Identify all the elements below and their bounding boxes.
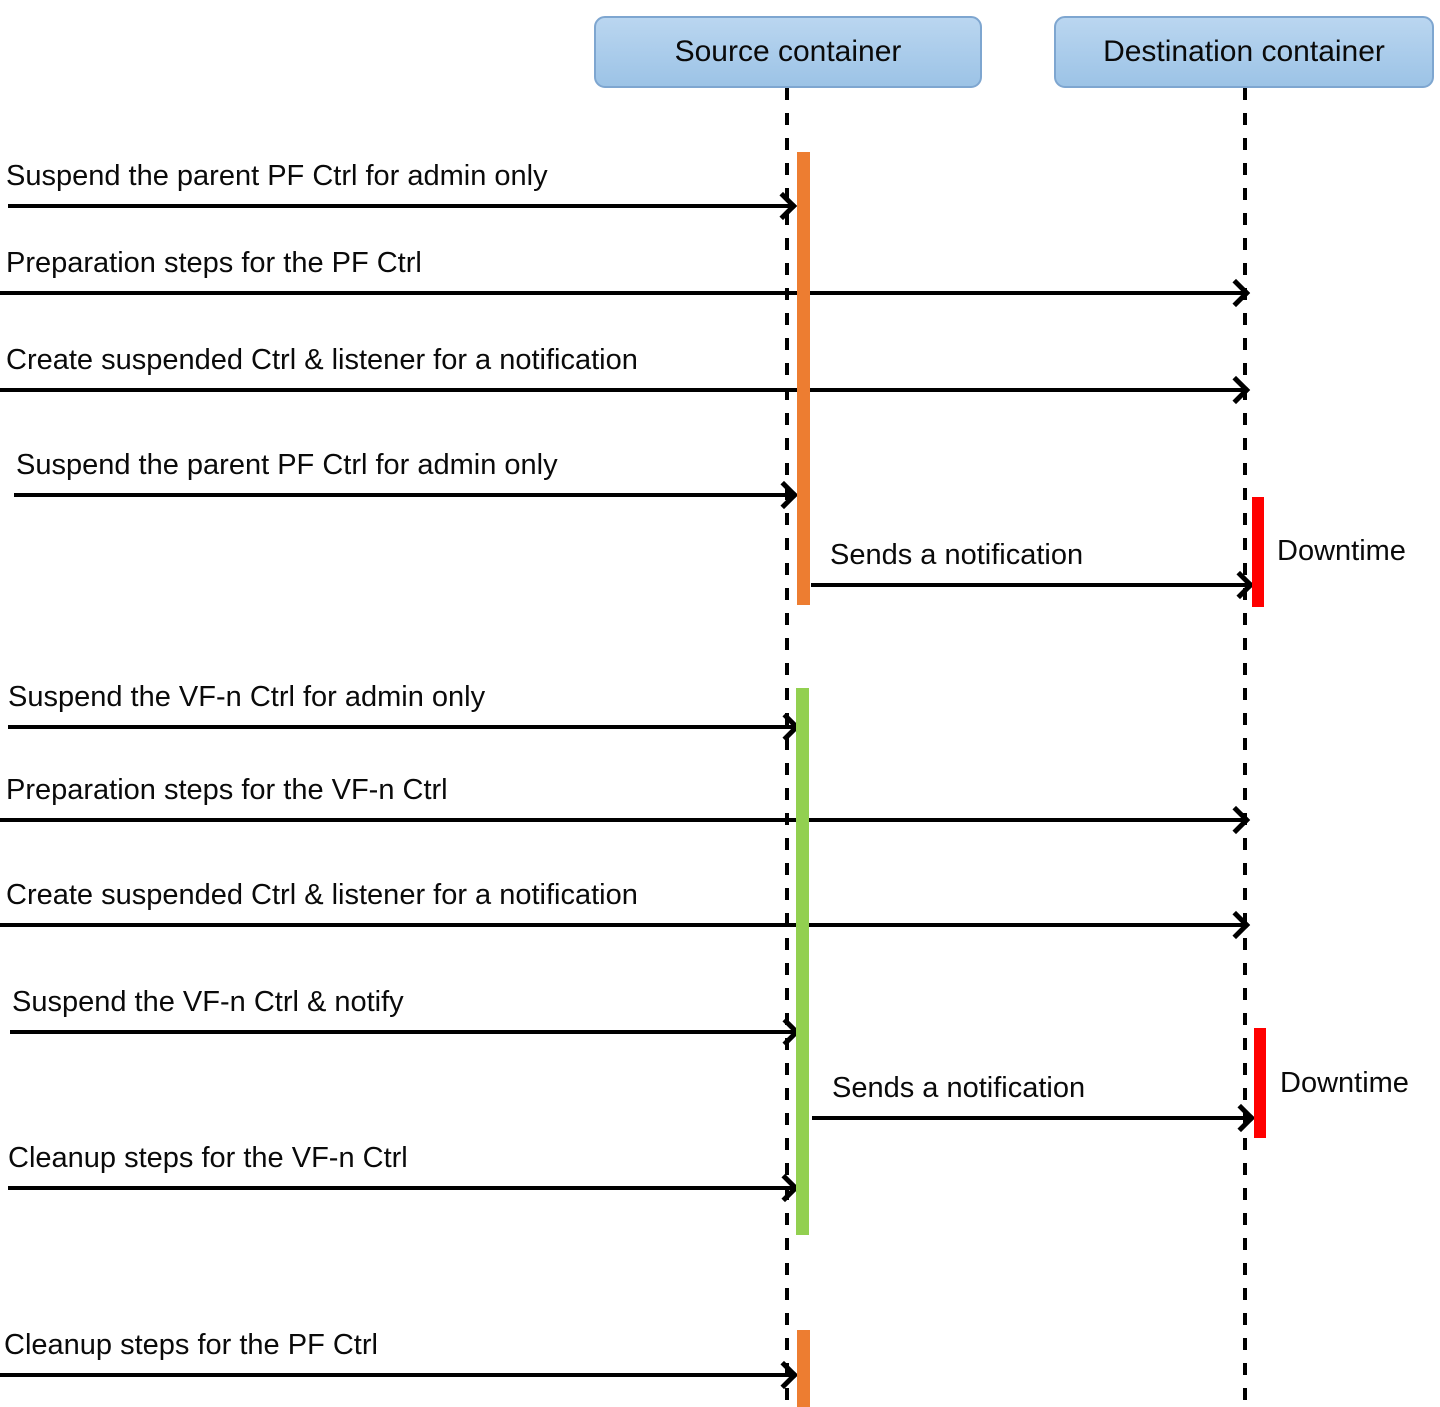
message-label: Create suspended Ctrl & listener for a n… [6,879,638,911]
lifeline-destination [1243,88,1247,1407]
activation-bar-pf-orange [797,152,810,605]
message-arrow [0,910,1251,940]
message-arrow [811,570,1255,600]
message-arrow [0,278,1251,308]
message-label: Cleanup steps for the PF Ctrl [4,1329,378,1361]
actor-label-destination: Destination container [1103,35,1385,68]
actor-label-source: Source container [674,35,902,68]
downtime-bar-2 [1254,1028,1266,1138]
arrowhead-icon [1226,1103,1256,1133]
arrowhead-icon [770,1173,800,1203]
message-arrow [0,1360,799,1390]
message-arrow [0,805,1251,835]
actor-box-source: Source container [594,16,982,88]
lifeline-source [785,88,789,1407]
message-label: Sends a notification [832,1072,1086,1104]
message-label: Create suspended Ctrl & listener for a n… [6,344,638,376]
message-arrow [8,1173,800,1203]
message-arrow [8,191,798,221]
message-label: Sends a notification [830,539,1084,571]
downtime-annotation: Downtime [1280,1067,1409,1099]
message-label: Preparation steps for the VF-n Ctrl [6,774,448,806]
message-label: Suspend the parent PF Ctrl for admin onl… [16,449,558,481]
message-label: Suspend the VF-n Ctrl & notify [12,986,404,1018]
message-label: Suspend the parent PF Ctrl for admin onl… [6,160,548,192]
arrowhead-icon [1225,570,1255,600]
arrowhead-icon [769,480,799,510]
message-label: Preparation steps for the PF Ctrl [6,247,422,279]
message-arrow [14,480,799,510]
downtime-annotation: Downtime [1277,535,1406,567]
activation-bar-pf-cleanup-orange [797,1330,810,1407]
actor-box-destination: Destination container [1054,16,1434,88]
message-arrow [0,375,1251,405]
activation-bar-vf-green [796,688,809,1235]
message-label: Suspend the VF-n Ctrl for admin only [8,681,486,713]
arrowhead-icon [768,191,798,221]
message-label: Cleanup steps for the VF-n Ctrl [8,1142,408,1174]
message-arrow [812,1103,1256,1133]
message-arrow [10,1017,801,1047]
message-arrow [8,712,801,742]
downtime-bar-1 [1252,497,1264,607]
arrowhead-icon [769,1360,799,1390]
